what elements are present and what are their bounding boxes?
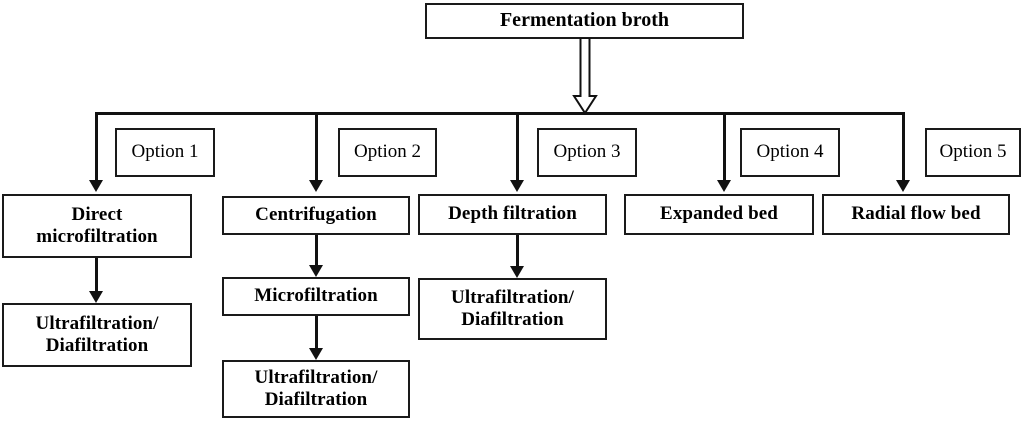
option-label-3: Option 3 — [537, 128, 637, 177]
option-label-text: Option 1 — [131, 141, 199, 163]
branch-line-1 — [95, 112, 98, 180]
node-label: Fermentation broth — [499, 9, 670, 32]
branch-arrowhead-1 — [89, 180, 103, 192]
main-hollow-down-arrow — [572, 38, 598, 114]
node-label: Ultrafiltration/ Diafiltration — [254, 366, 378, 410]
option-label-text: Option 4 — [756, 141, 824, 163]
node-label: Radial flow bed — [851, 203, 981, 225]
option-label-4: Option 4 — [740, 128, 840, 177]
option-label-text: Option 2 — [353, 141, 422, 163]
option-label-1: Option 1 — [115, 128, 215, 177]
branch-line-3 — [516, 112, 519, 180]
branch-arrowhead-5 — [896, 180, 910, 192]
connector-b2-s1-s2 — [315, 235, 318, 265]
connector-b3-s1-s2 — [516, 235, 519, 266]
node-branch2-ultrafiltration-diafiltration: Ultrafiltration/ Diafiltration — [222, 360, 410, 418]
arrowhead-b2-s2-s3 — [309, 348, 323, 360]
node-branch3-ultrafiltration-diafiltration: Ultrafiltration/ Diafiltration — [418, 278, 607, 340]
option-label-text: Option 3 — [553, 141, 621, 163]
branch-line-5 — [902, 112, 905, 180]
node-label: Centrifugation — [255, 204, 377, 226]
node-label: Ultrafiltration/ Diafiltration — [451, 286, 574, 330]
branch-arrowhead-2 — [309, 180, 323, 192]
arrowhead-b3-s1-s2 — [510, 266, 524, 278]
connector-b1-s1-s2 — [95, 258, 98, 291]
option-label-5: Option 5 — [925, 128, 1021, 177]
arrowhead-b1-s1-s2 — [89, 291, 103, 303]
option-label-2: Option 2 — [338, 128, 437, 177]
node-label: Expanded bed — [660, 203, 778, 225]
node-branch1-ultrafiltration-diafiltration: Ultrafiltration/ Diafiltration — [2, 303, 192, 367]
node-label: Ultrafiltration/ Diafiltration — [35, 312, 159, 356]
arrowhead-b2-s1-s2 — [309, 265, 323, 277]
distribution-bar — [95, 112, 905, 115]
connector-b2-s2-s3 — [315, 316, 318, 348]
branch-arrowhead-3 — [510, 180, 524, 192]
option-label-text: Option 5 — [939, 141, 1007, 163]
node-direct-microfiltration: Direct microfiltration — [2, 194, 192, 258]
node-centrifugation: Centrifugation — [222, 196, 410, 235]
node-fermentation-broth: Fermentation broth — [425, 3, 744, 39]
node-label: Direct microfiltration — [36, 203, 158, 247]
node-depth-filtration: Depth filtration — [418, 194, 607, 235]
node-microfiltration: Microfiltration — [222, 277, 410, 316]
node-expanded-bed: Expanded bed — [624, 194, 814, 235]
node-label: Microfiltration — [254, 285, 378, 307]
branch-line-4 — [723, 112, 726, 180]
node-radial-flow-bed: Radial flow bed — [822, 194, 1010, 235]
branch-line-2 — [315, 112, 318, 180]
branch-arrowhead-4 — [717, 180, 731, 192]
node-label: Depth filtration — [448, 203, 577, 225]
